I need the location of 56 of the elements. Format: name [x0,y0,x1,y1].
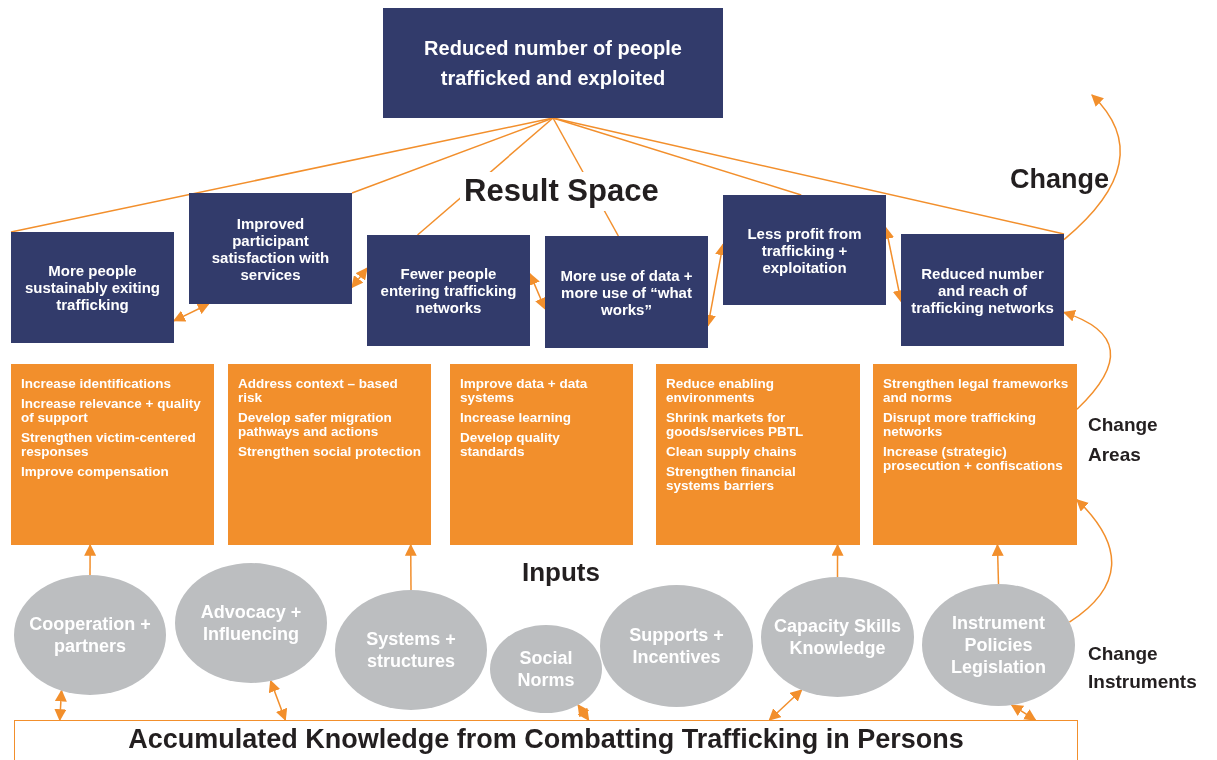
input-ellipse: Cooperation + partners [14,575,166,695]
arrow [768,689,803,721]
change-area-box [11,364,214,545]
input-ellipse: Systems + structures [335,590,487,710]
change-area-item: Strengthen financial systems barriers [666,465,797,493]
result-box: More use of data + more use of “what works” [545,236,708,348]
change-area-item: Strengthen social protection [238,445,423,459]
arrow [54,689,67,722]
result-box: Fewer people entering trafficking networks [367,235,530,346]
arrow [991,543,1004,585]
arrow [404,543,417,591]
connector-line [552,117,802,196]
input-ellipse: Supports + Incentives [600,585,753,707]
change-area-box [873,364,1077,545]
input-ellipse: Advocacy + Influencing [175,563,327,683]
knowledge-base-title: Accumulated Knowledge from Combatting Trafficking in Persons [128,723,964,756]
arrow [1063,94,1121,241]
arrow [1010,704,1037,721]
change-area-item: Disrupt more trafficking networks [883,411,1038,439]
change-area-item: Address context – based risk [238,377,399,405]
arrow [831,543,844,578]
arrow [351,267,368,289]
section-label: Change Areas [1088,413,1159,467]
change-area-item: Clean supply chains [666,445,798,459]
change-area-item: Strengthen legal frameworks and norms [883,377,1069,405]
input-ellipse: Social Norms [490,625,602,713]
change-area-box [228,364,431,545]
change-area-item: Increase (strategic) prosecution + confiscations [883,445,1064,473]
arrow [84,543,97,576]
result-box: Reduced number and reach of trafficking networks [901,234,1064,346]
change-area-item: Develop quality standards [460,431,561,459]
change-area-item: Shrink markets for goods/services PBTL [666,411,805,439]
knowledge-base-box [14,720,1078,760]
result-box: Improved participant satisfaction with services [189,193,352,304]
input-ellipse: Capacity Skills Knowledge [761,577,914,697]
input-ellipse: Instrument Policies Legislation [922,584,1075,706]
arrow [577,704,590,721]
change-area-item: Strengthen victim-centered responses [21,431,197,459]
change-area-item: Improve compensation [21,465,170,479]
change-area-item: Improve data + data systems [460,377,589,405]
result-box: Less profit from trafficking + exploitation [723,195,886,305]
change-area-item: Increase identifications [21,377,173,391]
section-label: Inputs [522,556,600,589]
change-area-item: Reduce enabling environments [666,377,776,405]
arrow [1068,498,1113,623]
section-label: Change [1010,163,1109,196]
change-area-item: Develop safer migration pathways and actions [238,411,393,439]
section-label: Change Instruments [1088,642,1198,694]
goal-box: Reduced number of people trafficked and exploited [383,8,723,118]
change-area-item: Increase learning [460,411,573,425]
result-box: More people sustainably exiting trafficking [11,232,174,343]
change-area-box [450,364,633,545]
connector-line [552,117,1065,235]
change-area-item: Increase relevance + quality of support [21,397,202,425]
connector-line [351,117,554,194]
change-area-box [656,364,860,545]
